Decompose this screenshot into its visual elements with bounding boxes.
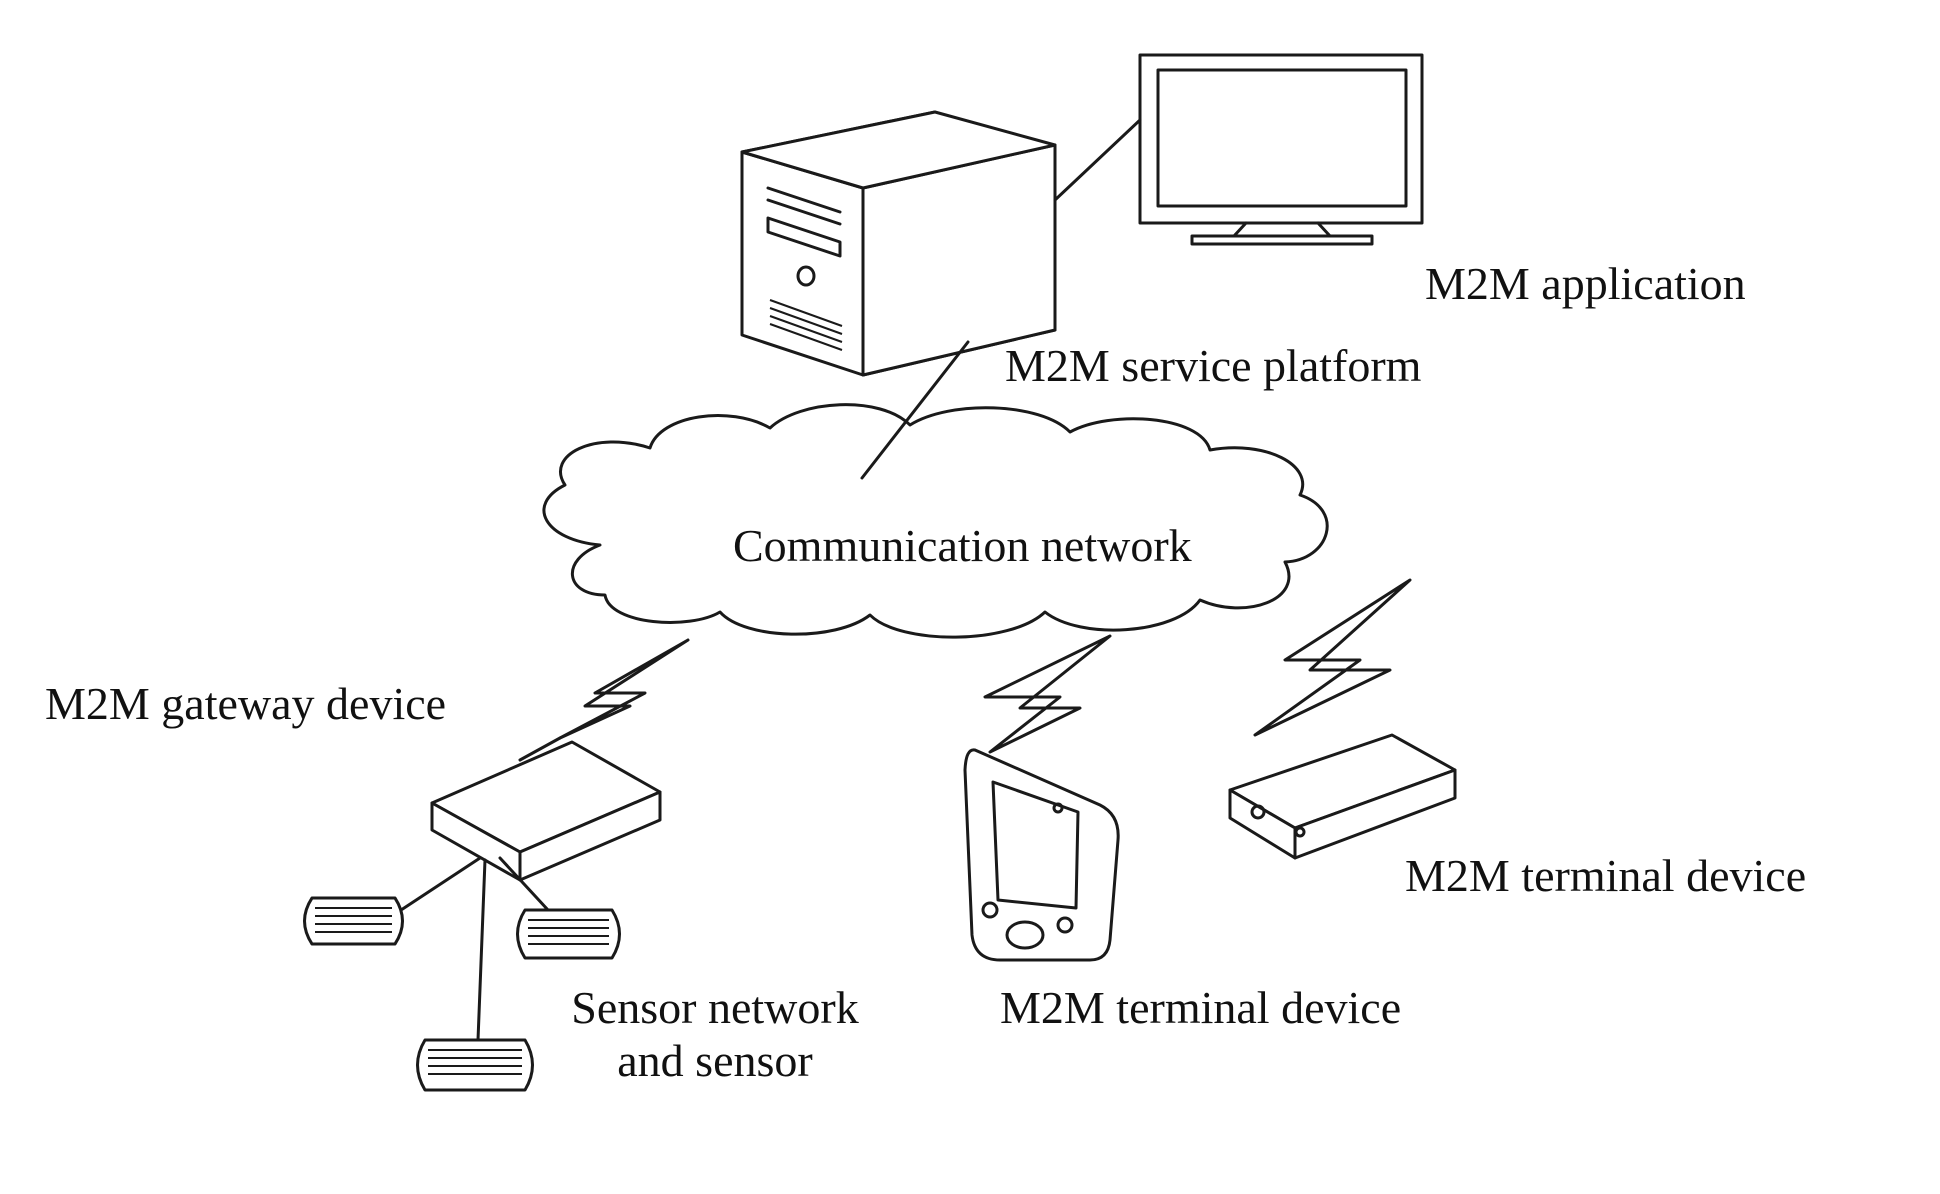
m2m-service-platform-label: M2M service platform <box>1005 340 1421 393</box>
sensor-network-label: Sensor network and sensor <box>555 982 875 1088</box>
sensor-network-label-line2: and sensor <box>555 1035 875 1088</box>
sensor-network-label-line1: Sensor network <box>555 982 875 1035</box>
m2m-terminal-device-box-label: M2M terminal device <box>1405 850 1806 903</box>
handheld-device-icon <box>965 750 1118 960</box>
communication-network-label: Communication network <box>733 520 1192 573</box>
m2m-application-label: M2M application <box>1425 258 1746 311</box>
terminal-box-icon <box>1230 735 1455 858</box>
gateway-box-icon <box>432 742 660 880</box>
platform-to-application-line <box>1055 120 1140 200</box>
sensor-icon <box>305 898 403 944</box>
server-tower-icon <box>742 112 1055 375</box>
monitor-icon <box>1140 55 1422 244</box>
m2m-terminal-device-handheld-label: M2M terminal device <box>1000 982 1401 1035</box>
sensor-icon <box>518 910 620 958</box>
sensor-icon <box>418 1040 533 1090</box>
m2m-gateway-device-label: M2M gateway device <box>45 678 446 731</box>
